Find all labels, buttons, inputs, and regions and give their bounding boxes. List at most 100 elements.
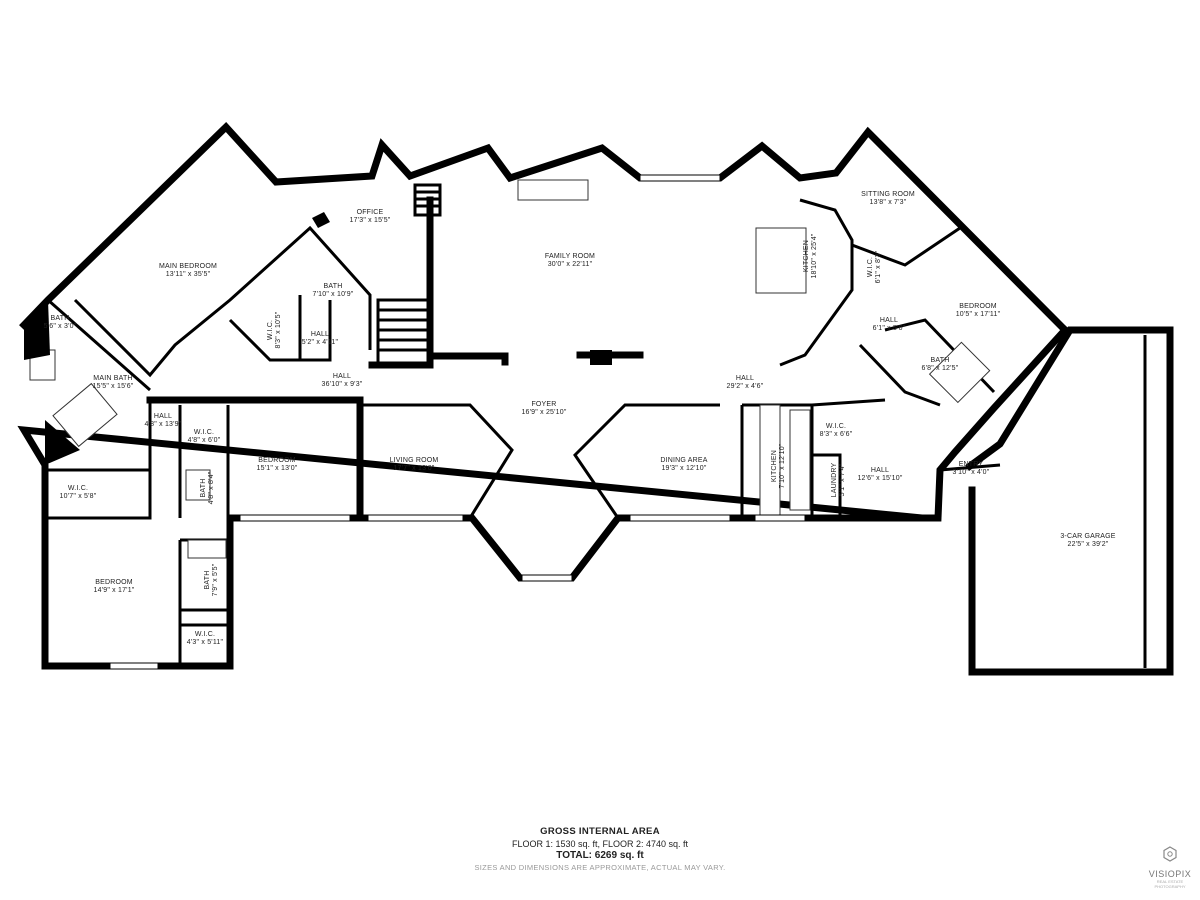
room-name: LIVING ROOM [390, 457, 439, 464]
room-name: DINING AREA [660, 457, 707, 464]
room-name: FAMILY ROOM [545, 253, 595, 260]
room-dimensions: 8'3" x 10'5" [275, 311, 282, 348]
brand-tagline: REAL ESTATE PHOTOGRAPHY [1154, 879, 1186, 889]
room-dimensions: 6'1" x 8'3" [875, 250, 882, 283]
room-name: W.I.C. [867, 257, 874, 277]
room-dimensions: 17'3" x 15'5" [350, 217, 391, 224]
room-name: BEDROOM [959, 303, 997, 310]
room-dimensions: 36'10" x 9'3" [322, 381, 363, 388]
room-name: LAUNDRY [831, 463, 838, 498]
room-name: KITCHEN [803, 240, 810, 272]
room-name: BATH [200, 479, 207, 498]
stairs [376, 183, 442, 367]
room-dimensions: 6'8" x 12'5" [922, 365, 959, 372]
room-name: ENTRY [959, 461, 984, 468]
room-name: HALL [154, 413, 172, 420]
room-dimensions: 13'11" x 35'5" [166, 271, 211, 278]
room-dimensions: 8'3" x 6'6" [820, 431, 853, 438]
floor-areas: FLOOR 1: 1530 sq. ft, FLOOR 2: 4740 sq. … [511, 839, 689, 849]
room-dimensions: 17'7" x 13'0" [394, 465, 435, 472]
room-wic-west: W.I.C.10'7" x 5'8" [60, 485, 97, 500]
room-dimensions: 5'1" x 7'4" [839, 463, 846, 496]
room-name: BATH [204, 571, 211, 590]
room-wic-east: W.I.C.8'3" x 6'6" [820, 423, 853, 438]
room-dimensions: 5'6" x 3'0" [44, 323, 77, 330]
room-dimensions: 5'2" x 4'11" [302, 339, 339, 346]
room-dimensions: 12'6" x 15'10" [857, 475, 902, 482]
black-blocks [24, 212, 612, 465]
room-wic-sw: W.I.C.4'3" x 5'11" [187, 631, 223, 646]
room-name: MAIN BEDROOM [159, 263, 217, 270]
room-name: HALL [736, 375, 754, 382]
room-name: BEDROOM [95, 579, 133, 586]
room-name: HALL [880, 317, 898, 324]
room-name: SITTING ROOM [861, 191, 915, 198]
room-name: MAIN BATH [93, 375, 132, 382]
room-name: BATH [931, 357, 950, 364]
room-dimensions: 6'1" x 5'0" [873, 325, 906, 332]
room-dimensions: 4'8" x 6'0" [188, 437, 221, 444]
room-name: W.I.C. [267, 320, 274, 340]
room-name: W.I.C. [826, 423, 846, 430]
room-dimensions: 22'5" x 39'2" [1068, 541, 1109, 548]
room-name: BEDROOM [258, 457, 296, 464]
brand-name: VISIOPIX [1148, 869, 1192, 879]
room-dimensions: 14'9" x 17'1" [94, 587, 135, 594]
room-dimensions: 15'1" x 13'0" [257, 465, 298, 472]
room-dimensions: 10'5" x 17'11" [956, 311, 1001, 318]
brand-logo: VISIOPIX REAL ESTATE PHOTOGRAPHY [1148, 846, 1192, 889]
room-dimensions: 30'0" x 22'11" [548, 261, 593, 268]
hexagon-logo-icon [1163, 846, 1177, 862]
room-wic-small: W.I.C.4'8" x 6'0" [188, 429, 221, 444]
room-name: KITCHEN [771, 450, 778, 482]
room-name: 3-CAR GARAGE [1060, 533, 1115, 540]
room-wic-center: W.I.C.8'3" x 10'5" [267, 311, 282, 348]
windows [109, 174, 806, 670]
room-dimensions: 29'2" x 4'6" [727, 383, 764, 390]
area-title: GROSS INTERNAL AREA [540, 826, 660, 837]
area-summary: GROSS INTERNAL AREA FLOOR 1: 1530 sq. ft… [0, 826, 1200, 872]
room-dimensions: 15'5" x 15'6" [93, 383, 134, 390]
room-dimensions: 18'10" x 25'4" [811, 233, 818, 278]
room-name: W.I.C. [68, 485, 88, 492]
room-dimensions: 13'8" x 7'3" [870, 199, 907, 206]
disclaimer-note: SIZES AND DIMENSIONS ARE APPROXIMATE, AC… [474, 863, 726, 872]
room-dimensions: 7'9" x 5'5" [212, 563, 219, 596]
fixtures [29, 179, 991, 559]
room-dimensions: 19'3" x 12'10" [661, 465, 706, 472]
room-name: BATH [51, 315, 70, 322]
room-name: FOYER [531, 401, 556, 408]
room-name: OFFICE [357, 209, 384, 216]
room-dimensions: 7'10" x 12'10" [779, 443, 786, 488]
room-dimensions: 4'8" x 13'9" [145, 421, 182, 428]
room-name: HALL [333, 373, 351, 380]
room-name: BATH [324, 283, 343, 290]
